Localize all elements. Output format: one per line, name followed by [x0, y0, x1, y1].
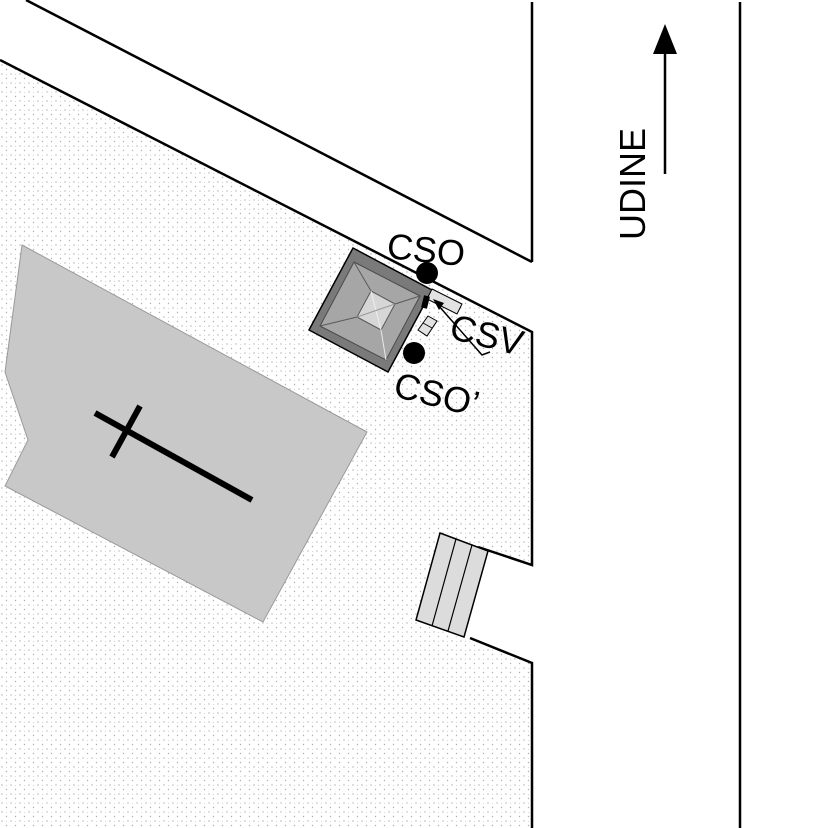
csv-leader-line: [437, 304, 491, 356]
tower-side-steps: [417, 288, 463, 337]
cross-icon: [93, 404, 254, 503]
label-direction: UDINE: [612, 128, 653, 240]
area-boundary: [0, 58, 534, 567]
bell-tower: [307, 246, 434, 374]
church-building: [4, 244, 368, 623]
entrance-steps: [415, 532, 489, 638]
arrow-up-icon: [653, 24, 677, 174]
station-point-cso-prime: [403, 342, 425, 364]
csv-leader-arrowhead: [433, 299, 444, 310]
area-boundary-lower: [469, 636, 534, 828]
road-edge-upper: [25, 0, 533, 264]
label-cso: CSO: [385, 225, 467, 274]
station-point-cso: [416, 262, 438, 284]
station-marker-csv: [421, 295, 430, 309]
